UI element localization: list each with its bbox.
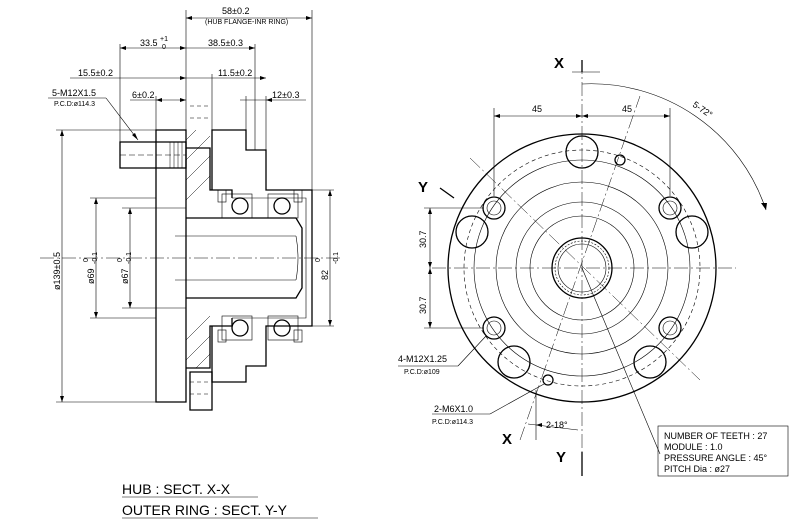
spline-table-row-4: PITCH Dia : ø27 bbox=[664, 464, 730, 474]
spline-table-row-1: NUMBER OF TEETH : 27 bbox=[664, 431, 767, 441]
stud-callout: 5-M12X1.5 bbox=[52, 88, 96, 98]
dim-15-5: 15.5±0.2 bbox=[78, 68, 113, 78]
dim-overall-58: 58±0.2 bbox=[222, 6, 249, 16]
section-x-top: X bbox=[554, 55, 564, 72]
section-y-left: Y bbox=[418, 179, 428, 196]
dim-dia-82: 82 bbox=[320, 270, 330, 280]
dim-dia-69-tol-lower: -0.1 bbox=[92, 252, 99, 264]
section-y-bottom: Y bbox=[556, 449, 566, 466]
title-hub-section: HUB : SECT. X-X bbox=[122, 481, 231, 497]
dim-38-5: 38.5±0.3 bbox=[208, 38, 243, 48]
dim-dia-69: ø69 bbox=[86, 268, 96, 284]
stud-pcd: P.C.D:ø114.3 bbox=[54, 101, 95, 108]
dim-12: 12±0.3 bbox=[272, 90, 299, 100]
spline-table-row-3: PRESSURE ANGLE : 45° bbox=[664, 453, 768, 463]
dim-dia-82-tol-upper: 0 bbox=[315, 258, 322, 262]
dim-angle-18: 2-18° bbox=[546, 420, 568, 430]
spline-table bbox=[657, 425, 789, 477]
dim-11-5: 11.5±0.2 bbox=[218, 68, 252, 78]
dim-33-5: 33.5 bbox=[140, 38, 158, 48]
dim-dia-82-tol-lower: -0.1 bbox=[333, 252, 340, 264]
bearing-balls-top bbox=[217, 189, 303, 219]
dim-overall-note: (HUB FLANGE-INR RING) bbox=[205, 19, 288, 26]
dim-angle-72: 5-72° bbox=[691, 99, 715, 120]
dim-6: 6±0.2 bbox=[132, 90, 154, 100]
section-titles: HUB : SECT. X-X OUTER RING : SECT. Y-Y bbox=[122, 481, 318, 519]
dim-dia-67-tol-upper: 0 bbox=[117, 258, 124, 262]
bolt-callout: 4-M12X1.25 bbox=[398, 354, 447, 364]
dim-dia-139: ø139±0.5 bbox=[52, 252, 62, 290]
flange-face-view: X X Y Y 45 45 5-72° 30.7 30.7 bbox=[398, 55, 789, 477]
dim-45-right: 45 bbox=[622, 104, 632, 114]
dim-dia-67-tol-lower: -0.1 bbox=[126, 252, 133, 264]
dim-dia-69-tol-upper: 0 bbox=[83, 258, 90, 262]
screw-callout: 2-M6X1.0 bbox=[434, 404, 473, 414]
dim-45-left: 45 bbox=[532, 104, 542, 114]
section-x-bottom: X bbox=[502, 431, 512, 448]
dim-30-7-top: 30.7 bbox=[418, 230, 428, 248]
dim-33-5-tol-lower: 0 bbox=[162, 44, 166, 51]
bolt-pcd: P.C.D:ø109 bbox=[404, 369, 440, 376]
hub-section-view: 58±0.2 (HUB FLANGE-INR RING) 33.5 +1 0 3… bbox=[40, 6, 340, 411]
dim-30-7-bottom: 30.7 bbox=[418, 296, 428, 314]
dim-dia-67: ø67 bbox=[120, 268, 130, 284]
title-outer-ring-section: OUTER RING : SECT. Y-Y bbox=[122, 502, 288, 518]
dim-33-5-tol-upper: +1 bbox=[160, 36, 168, 43]
spline-table-row-2: MODULE : 1.0 bbox=[664, 442, 723, 452]
bearing-balls-bottom bbox=[217, 315, 303, 343]
screw-pcd: P.C.D:ø114.3 bbox=[432, 419, 473, 426]
